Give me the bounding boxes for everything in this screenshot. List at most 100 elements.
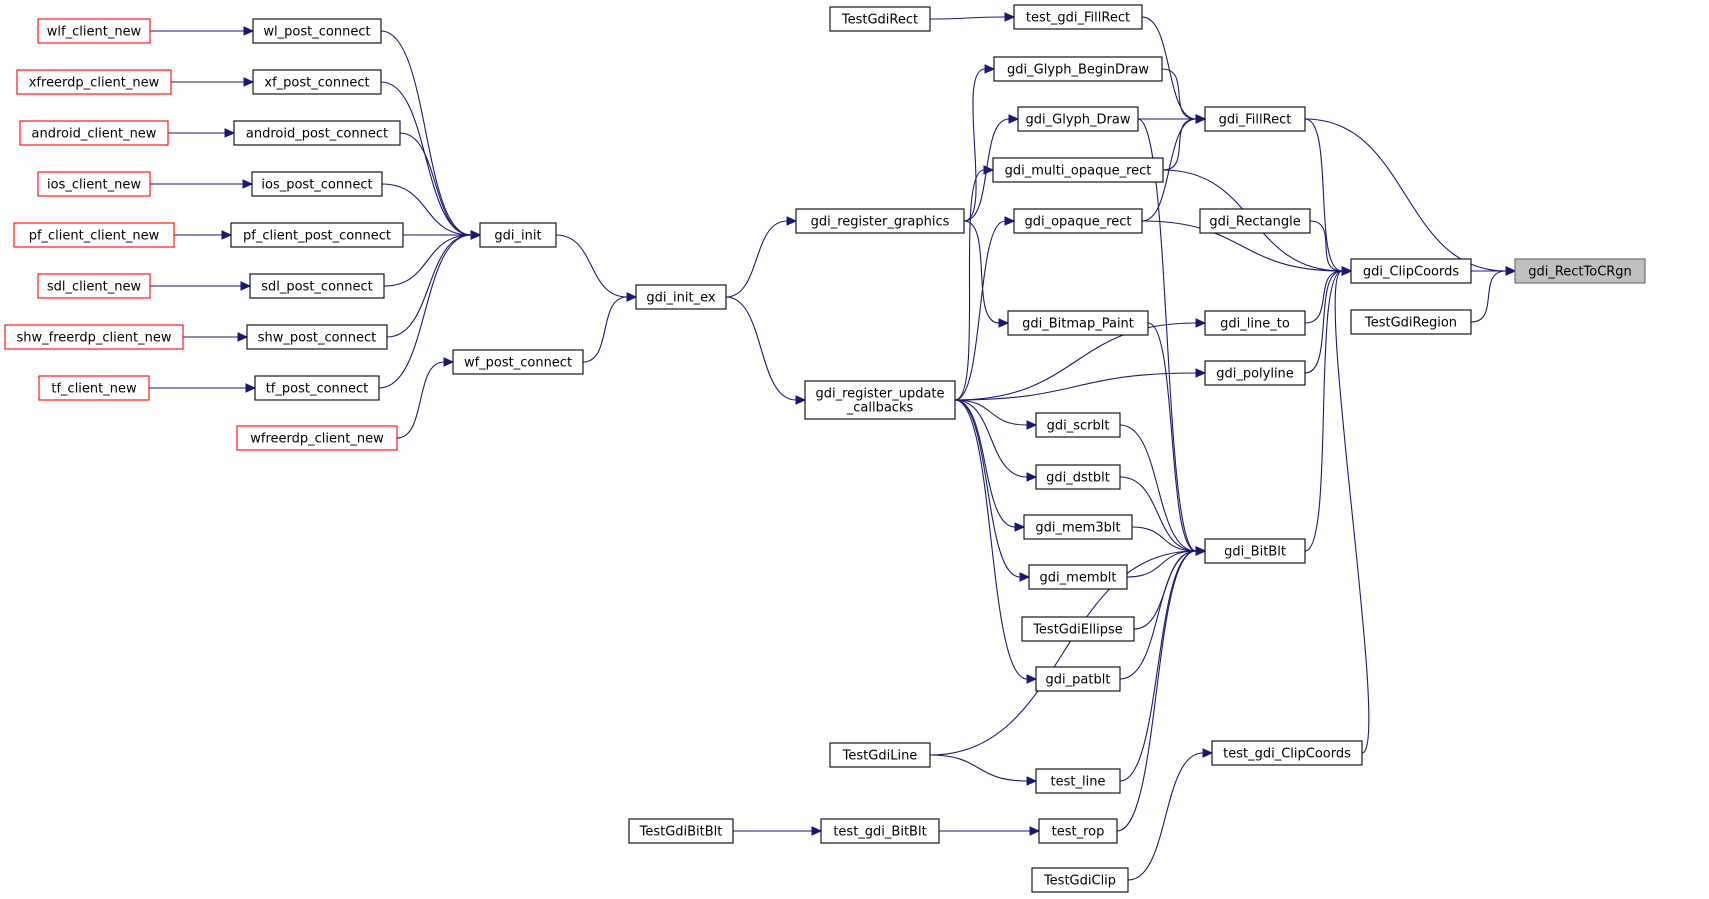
node-label: TestGdiBitBlt — [639, 825, 723, 840]
node-testgdiclip[interactable]: TestGdiClip — [1031, 867, 1129, 893]
node-testgdiline[interactable]: TestGdiLine — [829, 742, 931, 768]
node-box — [1204, 310, 1306, 336]
edge-android-client-new-to-android-post-connect — [168, 128, 236, 138]
node-label: gdi_ClipCoords — [1363, 265, 1460, 280]
node-gdi-glyph-begindraw[interactable]: gdi_Glyph_BeginDraw — [993, 56, 1163, 82]
node-box — [19, 120, 169, 146]
edge-arrowhead — [1202, 748, 1214, 758]
node-label: wfreerdp_client_new — [250, 432, 384, 447]
node-gdi-init[interactable]: gdi_init — [479, 222, 557, 248]
node-wfreerdp-client-new[interactable]: wfreerdp_client_new — [236, 425, 398, 451]
node-gdi-dstblt[interactable]: gdi_dstblt — [1035, 464, 1121, 490]
node-label: TestGdiEllipse — [1032, 623, 1123, 638]
node-tf-client-new[interactable]: tf_client_new — [38, 375, 150, 401]
node-sdl-client-new[interactable]: sdl_client_new — [37, 273, 151, 299]
edge-line — [954, 220, 1006, 401]
node-box — [1021, 616, 1135, 642]
node-testgdibitblt[interactable]: TestGdiBitBlt — [628, 818, 734, 844]
edge-line — [380, 81, 472, 236]
node-gdi-polyline[interactable]: gdi_polyline — [1204, 360, 1306, 386]
node-test-line[interactable]: test_line — [1035, 768, 1121, 794]
node-gdi-line-to[interactable]: gdi_line_to — [1204, 310, 1306, 336]
node-xf-post-connect[interactable]: xf_post_connect — [252, 69, 382, 95]
node-gdi-bitmap-paint[interactable]: gdi_Bitmap_Paint — [1007, 310, 1149, 336]
node-box — [1035, 464, 1121, 490]
node-pf-client-post-connect[interactable]: pf_client_post_connect — [230, 222, 404, 248]
node-gdi-mem3blt[interactable]: gdi_mem3blt — [1023, 514, 1133, 540]
edge-gdi-rectangle-to-gdi-clipcoords — [1309, 220, 1353, 276]
edge-line — [1304, 270, 1343, 324]
node-label: gdi_init — [494, 229, 541, 244]
node-wl-post-connect[interactable]: wl_post_connect — [252, 18, 382, 44]
edge-arrowhead — [1008, 114, 1020, 124]
node-label: gdi_register_update — [815, 387, 944, 402]
node-tf-post-connect[interactable]: tf_post_connect — [254, 375, 380, 401]
node-box — [252, 69, 382, 95]
node-sdl-post-connect[interactable]: sdl_post_connect — [249, 273, 385, 299]
node-box — [37, 171, 151, 197]
node-wf-post-connect[interactable]: wf_post_connect — [452, 349, 584, 375]
node-android-post-connect[interactable]: android_post_connect — [233, 120, 401, 146]
node-gdi-opaque-rect[interactable]: gdi_opaque_rect — [1013, 208, 1143, 234]
node-label: gdi_FillRect — [1219, 113, 1292, 128]
edge-line — [1127, 752, 1204, 881]
edge-arrowhead — [242, 179, 254, 189]
edge-arrowhead — [443, 357, 455, 367]
node-ios-post-connect[interactable]: ios_post_connect — [251, 171, 383, 197]
node-gdi-register-update-callbacks[interactable]: gdi_register_update_callbacks — [804, 380, 956, 420]
node-android-client-new[interactable]: android_client_new — [19, 120, 169, 146]
edge-arrowhead — [1014, 522, 1026, 532]
node-gdi-fillrect[interactable]: gdi_FillRect — [1204, 106, 1306, 132]
edge-gdi-scrblt-to-gdi-bitblt — [1119, 424, 1207, 556]
node-label: gdi_multi_opaque_rect — [1005, 164, 1152, 179]
edge-line — [954, 399, 1028, 426]
node-test-gdi-fillrect[interactable]: test_gdi_FillRect — [1013, 4, 1143, 30]
edge-gdi-glyph-begindraw-to-gdi-fillrect — [1161, 68, 1207, 124]
node-gdi-multi-opaque-rect[interactable]: gdi_multi_opaque_rect — [992, 157, 1164, 183]
node-box — [635, 284, 727, 310]
node-gdi-init-ex[interactable]: gdi_init_ex — [635, 284, 727, 310]
node-box — [992, 157, 1164, 183]
node-gdi-scrblt[interactable]: gdi_scrblt — [1035, 412, 1121, 438]
node-gdi-memblt[interactable]: gdi_memblt — [1028, 564, 1128, 590]
node-gdi-clipcoords[interactable]: gdi_ClipCoords — [1350, 258, 1472, 284]
edge-pf-client-client-new-to-pf-client-post-connect — [174, 230, 233, 240]
edge-gdi-init-ex-to-gdi-register-update-callbacks — [725, 296, 807, 405]
node-gdi-register-graphics[interactable]: gdi_register_graphics — [795, 208, 965, 234]
edge-testgdiline-to-test-line — [929, 754, 1038, 786]
node-testgdiellipse[interactable]: TestGdiEllipse — [1021, 616, 1135, 642]
node-test-rop[interactable]: test_rop — [1038, 818, 1118, 844]
node-xfreerdp-client-new[interactable]: xfreerdp_client_new — [16, 69, 172, 95]
node-box — [1028, 564, 1128, 590]
node-gdi-recttocrgn[interactable]: gdi_RectToCRgn — [1514, 258, 1646, 284]
node-gdi-bitblt[interactable]: gdi_BitBlt — [1204, 538, 1306, 564]
edge-line — [1141, 118, 1197, 222]
node-testgdirect[interactable]: TestGdiRect — [829, 6, 931, 32]
node-test-gdi-bitblt[interactable]: test_gdi_BitBlt — [820, 818, 940, 844]
node-label: shw_freerdp_client_new — [17, 331, 172, 346]
node-shw-post-connect[interactable]: shw_post_connect — [246, 324, 388, 350]
node-testgdiregion[interactable]: TestGdiRegion — [1350, 309, 1472, 335]
node-label: gdi_BitBlt — [1224, 545, 1286, 560]
edge-arrowhead — [1026, 420, 1038, 430]
node-label: TestGdiRect — [841, 13, 918, 28]
node-gdi-patblt[interactable]: gdi_patblt — [1035, 666, 1121, 692]
edge-line — [1137, 118, 1197, 552]
node-test-gdi-clipcoords[interactable]: test_gdi_ClipCoords — [1211, 740, 1363, 766]
node-wlf-client-new[interactable]: wlf_client_new — [37, 18, 151, 44]
node-shw-freerdp-client-new[interactable]: shw_freerdp_client_new — [4, 324, 184, 350]
edge-gdi-fillrect-to-gdi-clipcoords — [1304, 118, 1353, 276]
edge-testgdibitblt-to-test-gdi-bitblt — [733, 826, 823, 836]
node-pf-client-client-new[interactable]: pf_client_client_new — [13, 222, 175, 248]
node-ios-client-new[interactable]: ios_client_new — [37, 171, 151, 197]
node-box — [16, 69, 172, 95]
edge-line — [1116, 550, 1197, 832]
node-label: gdi_polyline — [1216, 367, 1294, 382]
edge-line — [555, 234, 628, 298]
edge-xfreerdp-client-new-to-xf-post-connect — [171, 77, 255, 87]
edge-test-line-to-gdi-bitblt — [1119, 546, 1207, 782]
node-gdi-glyph-draw[interactable]: gdi_Glyph_Draw — [1017, 106, 1139, 132]
edge-arrowhead — [1505, 266, 1517, 276]
node-box — [1007, 310, 1149, 336]
node-gdi-rectangle[interactable]: gdi_Rectangle — [1199, 208, 1311, 234]
